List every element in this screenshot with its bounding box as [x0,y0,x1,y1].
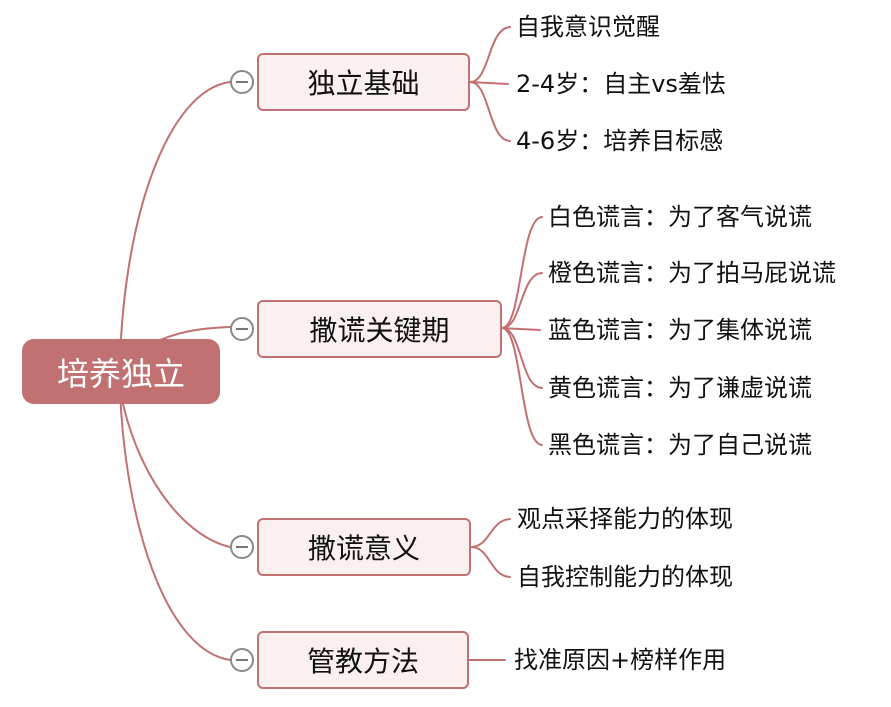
leaf-node[interactable]: 白色谎言：为了客气说谎 [548,203,812,231]
leaf-node[interactable]: 2-4岁：自主vs羞怯 [516,70,726,98]
root-node[interactable]: 培养独立 [22,339,220,404]
leaf-node[interactable]: 观点采择能力的体现 [517,505,733,533]
root-label: 培养独立 [56,354,185,393]
leaf-node[interactable]: 橙色谎言：为了拍马屁说谎 [548,259,836,287]
leaf-node[interactable]: 自我控制能力的体现 [517,563,733,591]
leaf-node[interactable]: 自我意识觉醒 [516,13,660,41]
branch-node-foundation[interactable]: 独立基础 [257,53,470,111]
branch-node-discipline[interactable]: 管教方法 [257,631,469,689]
branch-label: 撒谎关键期 [309,314,450,347]
branch-label: 管教方法 [306,645,419,678]
leaf-node[interactable]: 蓝色谎言：为了集体说谎 [548,316,812,344]
branch-node-lying-meaning[interactable]: 撒谎意义 [257,518,471,576]
collapse-icon[interactable] [230,317,254,341]
leaf-node[interactable]: 4-6岁：培养目标感 [516,127,724,155]
collapse-icon[interactable] [230,648,254,672]
leaf-node[interactable]: 找准原因+榜样作用 [514,646,727,674]
branch-label: 独立基础 [307,67,420,100]
leaf-node[interactable]: 黄色谎言：为了谦虚说谎 [548,374,812,402]
branch-label: 撒谎意义 [307,532,420,565]
branch-node-lying-period[interactable]: 撒谎关键期 [257,300,502,358]
collapse-icon[interactable] [230,535,254,559]
leaf-node[interactable]: 黑色谎言：为了自己说谎 [548,431,812,459]
collapse-icon[interactable] [230,70,254,94]
